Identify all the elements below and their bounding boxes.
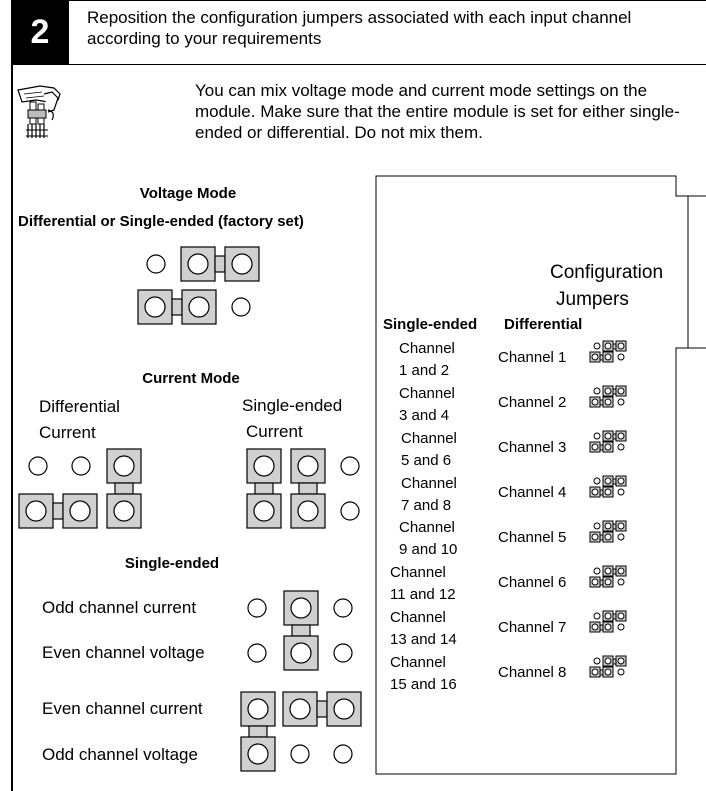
differential-current-label-1: Differential: [39, 397, 120, 416]
voltage-mode-top-row: [146, 246, 260, 282]
mini-jumper: [589, 610, 627, 633]
differential-current-label-2: Current: [39, 423, 96, 442]
single-ended-channel-line1: Channel: [399, 340, 455, 357]
differential-channel-label: Channel 8: [498, 664, 567, 681]
single-ended-channel-line1: Channel: [390, 564, 446, 581]
voltage-mode-subtitle: Differential or Single-ended (factory se…: [18, 213, 304, 230]
single-ended-channel-line1: Channel: [399, 385, 455, 402]
open-pin: [146, 254, 166, 274]
board-jumper-column: [589, 340, 627, 678]
single-ended-channel-line1: Channel: [390, 609, 446, 626]
mini-jumper: [589, 655, 627, 678]
differential-channel-label: Channel 2: [498, 394, 567, 411]
mini-jumper: [589, 520, 627, 543]
voltage-mode-bottom-row: [137, 289, 251, 325]
single-ended-channel-line2: 7 and 8: [401, 497, 452, 514]
mixing-note: You can mix voltage mode and current mod…: [195, 81, 680, 142]
col-single-ended-header: Single-ended: [383, 316, 478, 333]
even-channel-voltage-label: Even channel voltage: [42, 643, 205, 662]
single-ended-channel-line2: 13 and 14: [390, 631, 457, 648]
single-ended-channel-line2: 5 and 6: [401, 452, 452, 469]
differential-channel-label: Channel 6: [498, 574, 567, 591]
odd-channel-voltage-label: Odd channel voltage: [42, 745, 198, 764]
differential-channel-label: Channel 5: [498, 529, 567, 546]
open-pin: [231, 297, 251, 317]
header-divider: [11, 64, 706, 65]
odd-current-even-voltage-diagram: [247, 590, 353, 671]
step-number-badge: 2: [11, 0, 69, 64]
single-ended-title: Single-ended: [124, 555, 220, 572]
mini-jumper: [589, 565, 627, 588]
even-current-odd-voltage-diagram: [240, 691, 362, 772]
configuration-title-1: Configuration: [550, 262, 664, 283]
differential-current-diagram: [18, 448, 142, 529]
differential-channel-label: Channel 1: [498, 349, 567, 366]
current-mode-title: Current Mode: [142, 370, 240, 387]
mini-jumper: [589, 430, 627, 453]
voltage-mode-title: Voltage Mode: [139, 185, 237, 202]
single-ended-channel-line2: 15 and 16: [390, 676, 457, 693]
frame-left-border: [11, 0, 13, 791]
hand-jumper-icon: [17, 85, 61, 138]
mini-jumper: [589, 340, 627, 363]
single-ended-channel-line2: 11 and 12: [390, 586, 456, 603]
col-differential-header: Differential: [504, 316, 583, 333]
single-ended-channel-line1: Channel: [390, 654, 446, 671]
even-channel-current-label: Even channel current: [42, 699, 203, 718]
odd-channel-current-label: Odd channel current: [42, 598, 197, 617]
single-ended-current-label-2: Current: [246, 422, 303, 441]
single-ended-channel-line1: Channel: [399, 519, 455, 536]
single-ended-channel-line1: Channel: [401, 475, 457, 492]
mini-jumper: [589, 385, 627, 408]
mini-jumper: [589, 475, 627, 498]
step-heading: Reposition the configuration jumpers ass…: [87, 8, 632, 48]
differential-channel-label: Channel 3: [498, 439, 567, 456]
single-ended-channel-line2: 3 and 4: [399, 407, 450, 424]
single-ended-current-diagram: [246, 448, 360, 529]
single-ended-channel-line1: Channel: [401, 430, 457, 447]
differential-channel-label: Channel 7: [498, 619, 567, 636]
single-ended-channel-line2: 9 and 10: [399, 541, 458, 558]
single-ended-channel-line2: 1 and 2: [399, 362, 450, 379]
single-ended-current-label-1: Single-ended: [242, 396, 343, 415]
configuration-title-2: Jumpers: [556, 289, 629, 310]
differential-channel-label: Channel 4: [498, 484, 567, 501]
frame-top-border: [11, 0, 706, 1]
board-edge-lines: [676, 195, 706, 349]
